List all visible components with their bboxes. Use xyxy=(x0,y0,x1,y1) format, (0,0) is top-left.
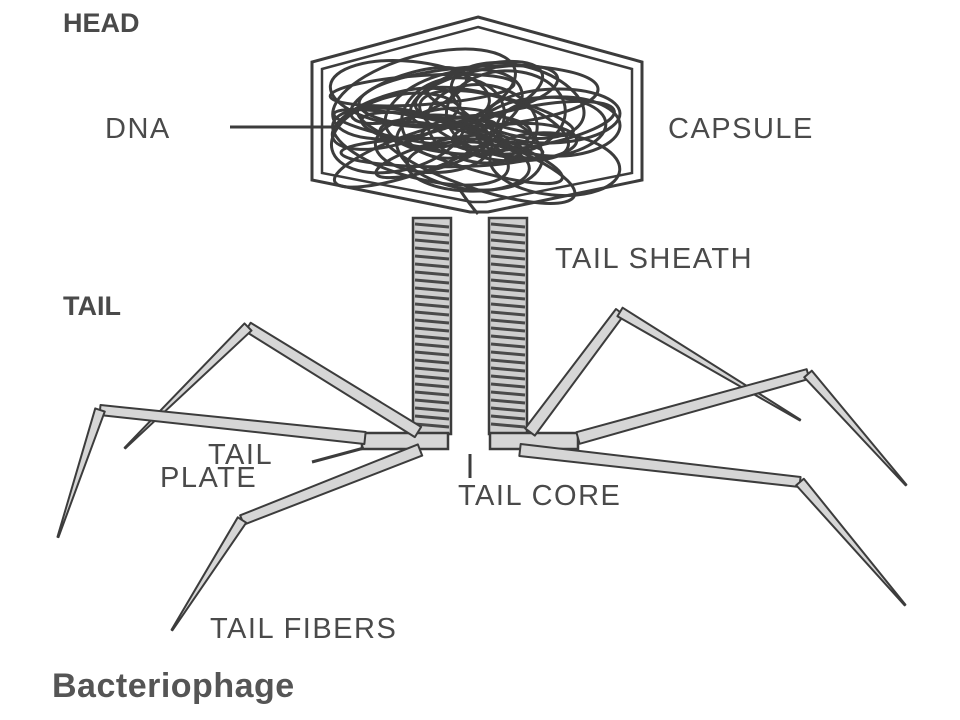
head-section-label: HEAD xyxy=(63,8,140,38)
sheath-ring xyxy=(490,334,526,341)
dna-strand-tail xyxy=(458,189,480,215)
sheath-ring xyxy=(414,246,450,253)
sheath-ring xyxy=(414,390,450,397)
dna-strands xyxy=(328,47,622,215)
sheath-ring xyxy=(414,342,450,349)
tail-section-label: TAIL xyxy=(63,291,121,321)
dna-label: DNA xyxy=(105,113,171,145)
sheath-ring xyxy=(414,222,450,229)
sheath-ring xyxy=(414,334,450,341)
sheath-ring xyxy=(414,238,450,245)
sheath-ring xyxy=(490,246,526,253)
sheath-ring xyxy=(414,294,450,301)
leader-lines xyxy=(230,125,472,478)
sheath-ring xyxy=(414,366,450,373)
sheath-ring xyxy=(414,358,450,365)
sheath-ring xyxy=(414,406,450,413)
sheath-ring xyxy=(414,318,450,325)
sheath-ring xyxy=(490,414,526,421)
sheath-ring xyxy=(490,342,526,349)
tail-plate-leader-line xyxy=(311,446,365,464)
dna-loop xyxy=(418,89,570,162)
dna-loop xyxy=(488,131,622,198)
sheath-ring xyxy=(490,350,526,357)
sheath-ring xyxy=(490,318,526,325)
tail-fiber-segment xyxy=(170,516,248,632)
sheath-ring xyxy=(490,238,526,245)
sheath-ring xyxy=(414,230,450,237)
sheath-ring xyxy=(414,270,450,277)
sheath-ring xyxy=(490,326,526,333)
sheath-ring xyxy=(414,302,450,309)
sheath-ring xyxy=(414,374,450,381)
sheath-ring xyxy=(414,326,450,333)
tail-fiber-segment xyxy=(244,321,423,439)
sheath-ring xyxy=(490,366,526,373)
sheath-ring xyxy=(490,422,526,429)
sheath-ring xyxy=(414,382,450,389)
sheath-ring xyxy=(414,414,450,421)
tail-fiber-segment xyxy=(803,369,908,487)
sheath-ring xyxy=(414,286,450,293)
tail-fiber-segment xyxy=(524,308,625,437)
sheath-ring xyxy=(414,350,450,357)
sheath-ring xyxy=(414,262,450,269)
sheath-ring xyxy=(490,406,526,413)
tail-fiber-segment xyxy=(575,368,811,445)
sheath-ring xyxy=(490,382,526,389)
sheath-ring xyxy=(490,398,526,405)
tail-sheath xyxy=(411,216,529,436)
capsule-label: CAPSULE xyxy=(668,113,814,145)
diagram-caption: Bacteriophage xyxy=(52,667,295,705)
tail-sheath-label: TAIL SHEATH xyxy=(555,243,753,275)
sheath-ring xyxy=(490,230,526,237)
sheath-ring xyxy=(414,310,450,317)
tail-fibers-label: TAIL FIBERS xyxy=(210,613,397,645)
tail-plate-label-line2: PLATE xyxy=(160,462,257,494)
sheath-ring xyxy=(490,222,526,229)
sheath-ring xyxy=(490,358,526,365)
tail-fiber-segment xyxy=(795,477,907,607)
dna-loop xyxy=(425,83,539,165)
sheath-ring xyxy=(490,254,526,261)
sheath-ring xyxy=(490,286,526,293)
sheath-ring xyxy=(490,310,526,317)
dna-loop xyxy=(378,120,577,205)
tail-plate-label-line1: TAIL xyxy=(208,439,273,471)
tail-fiber-segment xyxy=(56,407,106,539)
sheath-ring xyxy=(414,422,450,429)
dna-loop xyxy=(328,59,491,129)
tail-fiber-segment xyxy=(518,443,802,488)
sheath-ring xyxy=(490,294,526,301)
sheath-ring xyxy=(490,278,526,285)
tail-core-label: TAIL CORE xyxy=(458,480,621,512)
sheath-ring xyxy=(490,270,526,277)
sheath-ring xyxy=(490,390,526,397)
sheath-ring xyxy=(490,262,526,269)
sheath-ring xyxy=(414,278,450,285)
sheath-ring xyxy=(414,254,450,261)
dna-loop xyxy=(328,72,516,108)
dna-loop xyxy=(349,65,469,125)
sheath-ring xyxy=(490,374,526,381)
sheath-ring xyxy=(490,302,526,309)
sheath-ring xyxy=(414,398,450,405)
tail-fibers xyxy=(56,306,908,632)
